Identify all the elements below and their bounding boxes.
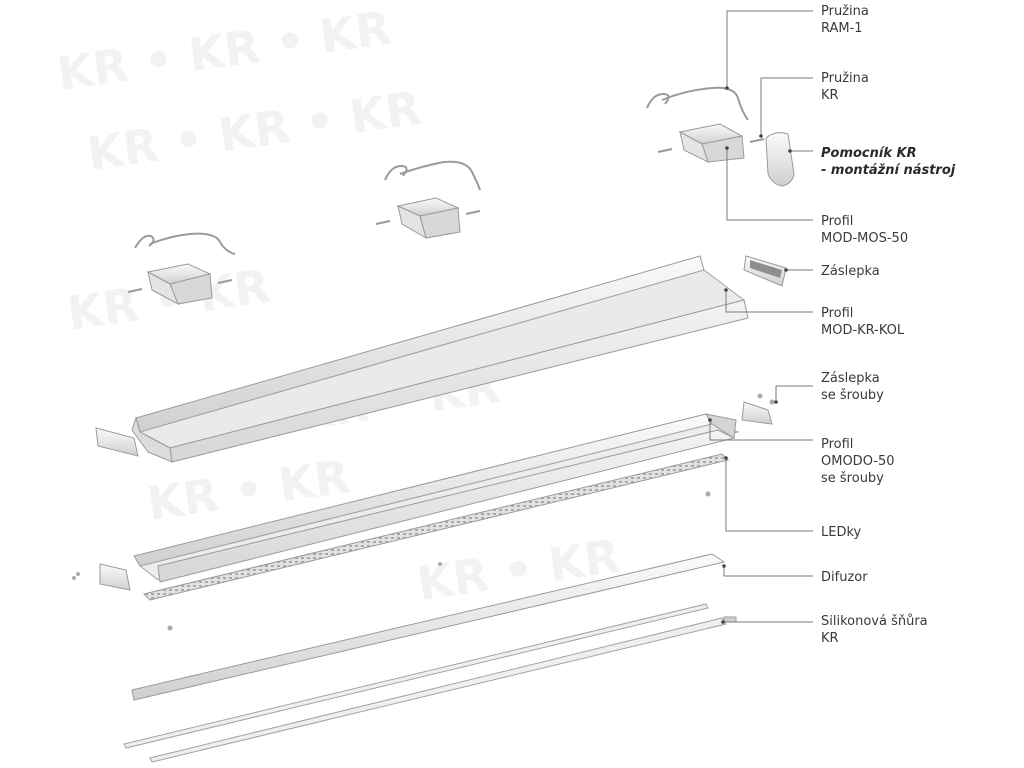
mounting-clip-middle (375, 160, 481, 240)
label-leds: LEDky (821, 525, 862, 540)
end-cap-screws-right (741, 393, 775, 425)
leader-lines (708, 10, 813, 624)
mounting-tool (765, 132, 795, 187)
label-end-cap: Záslepka (821, 264, 880, 279)
end-cap-screws-left (72, 563, 131, 591)
profile-omodo-50 (133, 413, 740, 583)
label-profile-omodo-50: Profil OMODO-50 se šrouby (821, 437, 895, 486)
led-strip (143, 453, 729, 631)
label-silicone-cord: Silikonová šňůra KR (821, 614, 928, 646)
svg-text:KR • KR • KR: KR • KR • KR (54, 1, 394, 101)
label-profile-mod-mos-50: Profil MOD-MOS-50 (821, 214, 909, 246)
silicone-cord (123, 603, 737, 763)
end-cap-left (95, 427, 139, 457)
mounting-clip-left (127, 232, 236, 306)
svg-text:KR • KR: KR • KR (414, 529, 623, 611)
label-spring-ram-1: Pružina RAM-1 (821, 4, 869, 36)
mounting-clip-right (646, 86, 783, 163)
label-mounting-tool: Pomocník KR - montážní nástroj (821, 146, 956, 178)
diffuser (131, 553, 726, 701)
end-cap-top (743, 255, 787, 287)
svg-text:KR • KR • KR: KR • KR • KR (84, 81, 424, 181)
label-spring-kr: Pružina KR (821, 71, 869, 103)
profile-mod-kr-kol (131, 255, 749, 463)
label-profile-mod-kr-kol: Profil MOD-KR-KOL (821, 306, 905, 338)
label-end-cap-screws: Záslepka se šrouby (821, 371, 884, 403)
label-diffuser: Difuzor (821, 570, 868, 585)
